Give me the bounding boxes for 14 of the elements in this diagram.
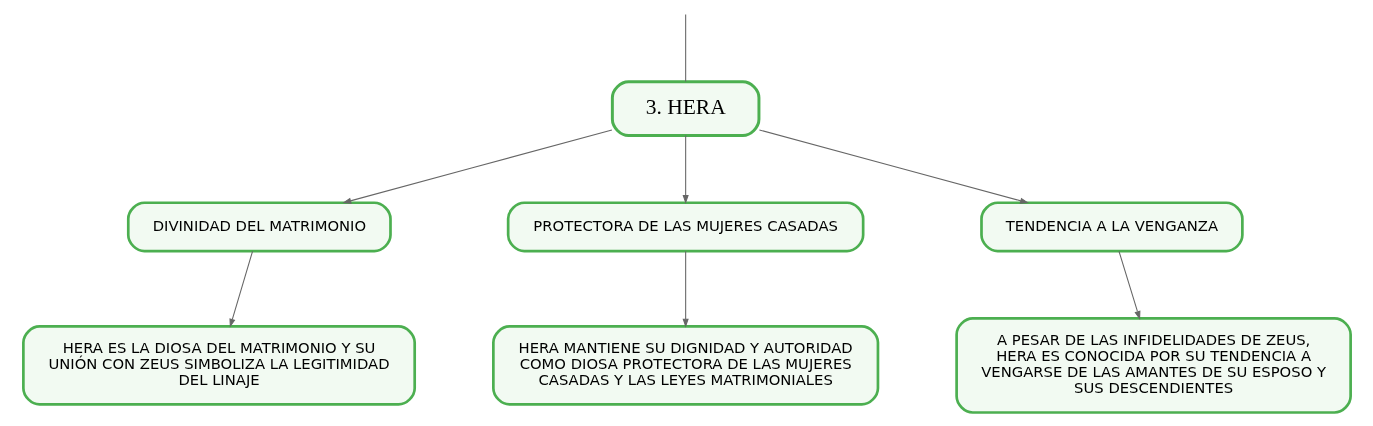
node-box: A PESAR DE LAS INFIDELIDADES DE ZEUS, HERA ES CONOCIDA POR SU TENDENCIA A VENGARSE DE LAS AMANTES DE SU ESPOSO Y SUS DESCENDIENTES (954, 317, 1352, 414)
node-box: DIVINIDAD DEL MATRIMONIO (126, 201, 392, 253)
node-box: 3. HERA (610, 80, 760, 137)
arrow (228, 250, 253, 328)
arrow (1117, 250, 1140, 320)
arrow (341, 129, 612, 204)
node-box: TENDENCIA A LA VENGANZA (979, 201, 1244, 253)
connector (684, 14, 686, 83)
node-box: PROTECTORA DE LAS MUJERES CASADAS (506, 201, 864, 253)
arrow (682, 250, 689, 328)
node-box: HERA MANTIENE SU DIGNIDAD Y AUTORIDAD COMO DIOSA PROTECTORA DE LAS MUJERES CASADAS Y LAS LEYES MATRIMONIALES (491, 325, 879, 406)
arrow (758, 129, 1029, 204)
node-box: HERA ES LA DIOSA DEL MATRIMONIO Y SU UNIÓN CON ZEUS SIMBOLIZA LA LEGITIMIDAD DEL LINAJE (21, 325, 416, 406)
arrow (682, 135, 689, 204)
